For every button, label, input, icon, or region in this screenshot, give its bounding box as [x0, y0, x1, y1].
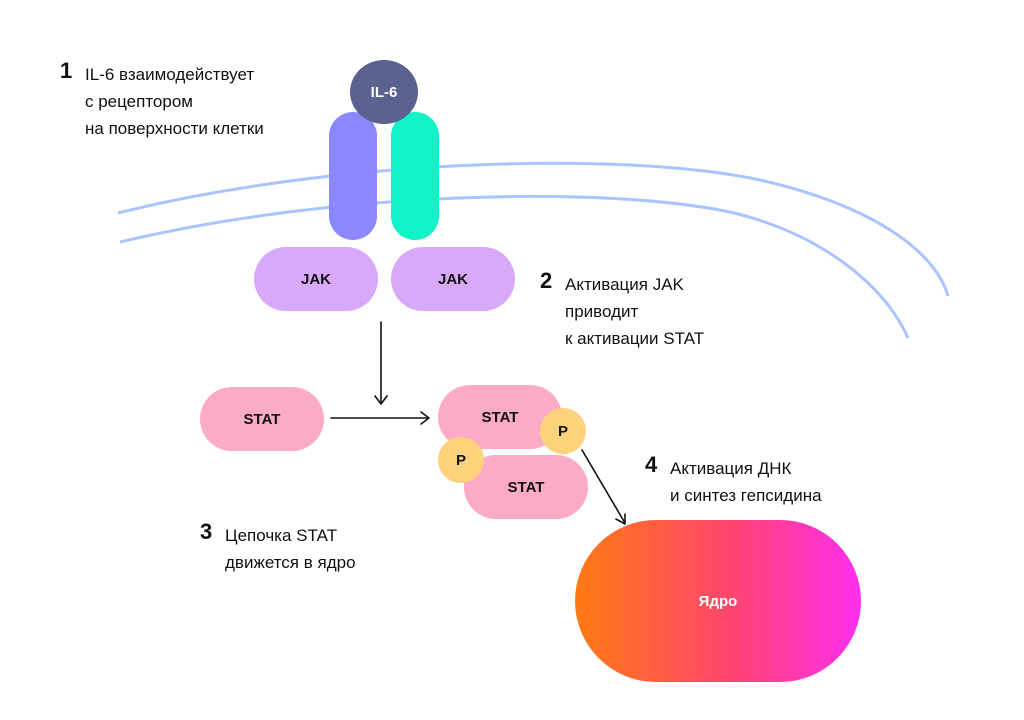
step-number: 1	[60, 58, 73, 83]
step-text-line: Цепочка STAT	[225, 526, 338, 545]
jak-kinase-right: JAK	[391, 247, 515, 311]
step-number: 2	[540, 268, 553, 293]
step-text-line: IL-6 взаимодействует	[85, 65, 255, 84]
stat-monomer: STAT	[200, 387, 324, 451]
phosphate-top: P	[540, 408, 586, 454]
phosphate-bottom: P	[438, 437, 484, 483]
jak-kinase-left: JAK	[254, 247, 378, 311]
il6-molecule: IL-6	[350, 60, 418, 124]
step-text-line: Активация ДНК	[670, 459, 792, 478]
step-text-line: и синтез гепсидина	[670, 486, 822, 505]
step-text: Активация ДНК и синтез гепсидина	[670, 455, 822, 509]
step-text: IL-6 взаимодействует с рецептором на пов…	[85, 61, 264, 142]
step-text-line: движется в ядро	[225, 553, 356, 572]
membrane-outer-arc	[117, 161, 950, 297]
receptor-subunit-left	[329, 112, 377, 240]
step-text-line: с рецептором	[85, 92, 193, 111]
receptor-subunit-right	[391, 112, 439, 240]
step-text-line: Активация JAK	[565, 275, 684, 294]
step-text-line: к активации STAT	[565, 329, 705, 348]
step-text-line: на поверхности клетки	[85, 119, 264, 138]
nucleus: Ядро	[575, 520, 861, 682]
step-number: 3	[200, 519, 213, 544]
step-text: Активация JAK приводит к активации STAT	[565, 271, 704, 352]
step-number: 4	[645, 452, 658, 477]
step-text-line: приводит	[565, 302, 639, 321]
stat-dimer-bottom: STAT	[464, 455, 588, 519]
membrane-inner-arc	[119, 194, 910, 339]
step-text: Цепочка STAT движется в ядро	[225, 522, 356, 576]
